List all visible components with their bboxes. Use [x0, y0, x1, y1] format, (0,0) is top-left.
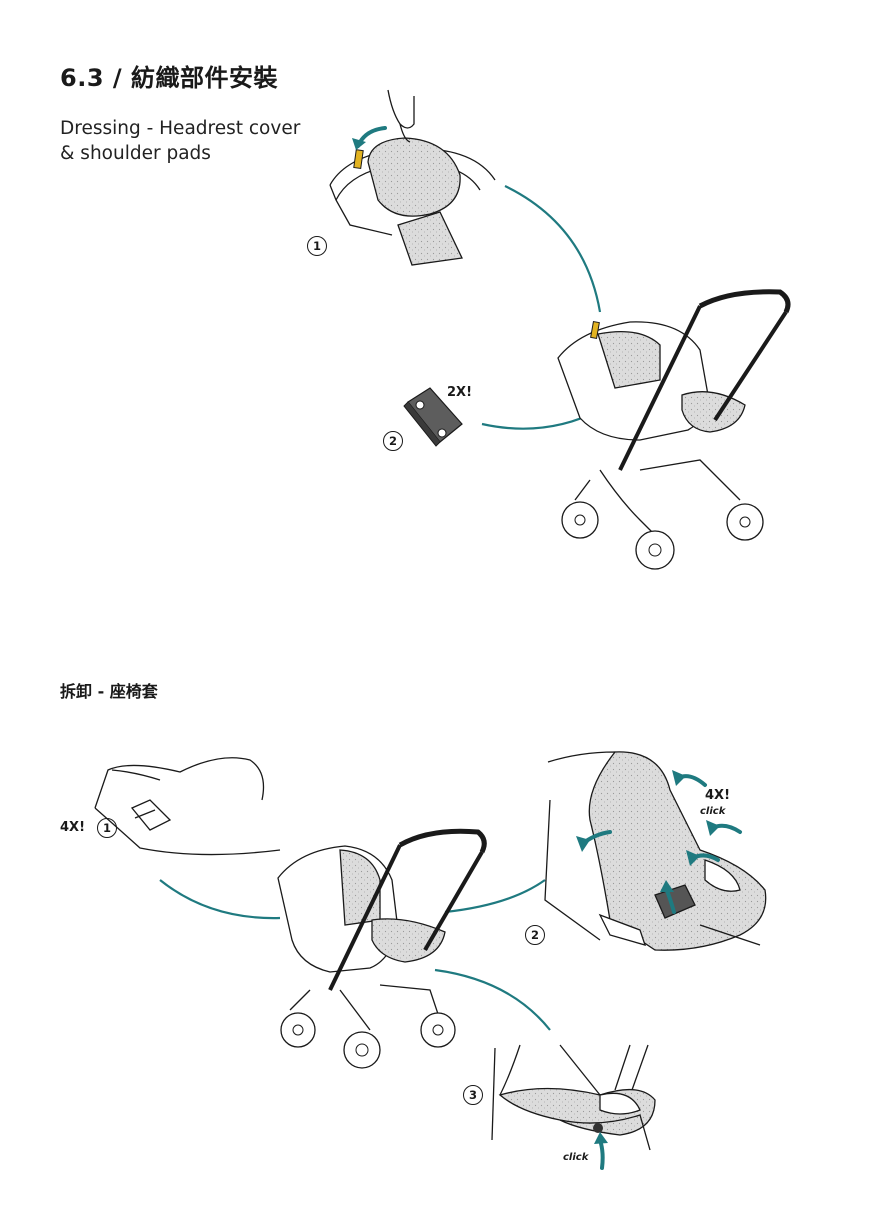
- wheel-icon: [726, 503, 764, 541]
- section-subtitle: Dressing - Headrest cover & shoulder pad…: [60, 118, 301, 164]
- step-marker-1: 1: [97, 818, 117, 838]
- wheel-icon: [343, 1031, 381, 1069]
- connector-line: [444, 879, 546, 914]
- seat-cover-detail-illustration: [544, 751, 767, 951]
- click-sound-label: click: [700, 806, 726, 817]
- step-marker-2: 2: [525, 925, 545, 945]
- repeat-note: 4X!: [705, 788, 730, 803]
- step-marker-1: 1: [307, 236, 327, 256]
- stroller-illustration: [277, 828, 487, 1031]
- stroller-illustration: [557, 289, 791, 541]
- repeat-note: 2X!: [447, 385, 472, 400]
- connector-line: [504, 185, 602, 313]
- wheel-icon: [280, 1012, 316, 1048]
- buckle-icon: [593, 1123, 603, 1133]
- arrow-icon: [598, 1138, 605, 1170]
- wheel-icon: [635, 530, 675, 570]
- seat-shell-detail-illustration: [94, 757, 281, 856]
- yellow-tab: [590, 321, 600, 339]
- step-marker-3: 3: [463, 1085, 483, 1105]
- repeat-note: 4X!: [60, 820, 85, 835]
- wheel-icon: [561, 501, 599, 539]
- click-sound-label: click: [563, 1152, 589, 1163]
- yellow-tab: [353, 149, 364, 170]
- headrest-detail-illustration: [329, 89, 496, 266]
- wheel-icon: [420, 1012, 456, 1048]
- shoulder-pad-illustration: [403, 387, 463, 447]
- connector-line: [159, 879, 281, 920]
- connector-line: [434, 968, 551, 1031]
- harness-detail-illustration: [491, 1044, 656, 1151]
- page-title: 6.3 / 紡織部件安裝: [60, 64, 278, 92]
- removal-section-title: 拆卸 - 座椅套: [60, 682, 158, 701]
- step-marker-2: 2: [383, 431, 403, 451]
